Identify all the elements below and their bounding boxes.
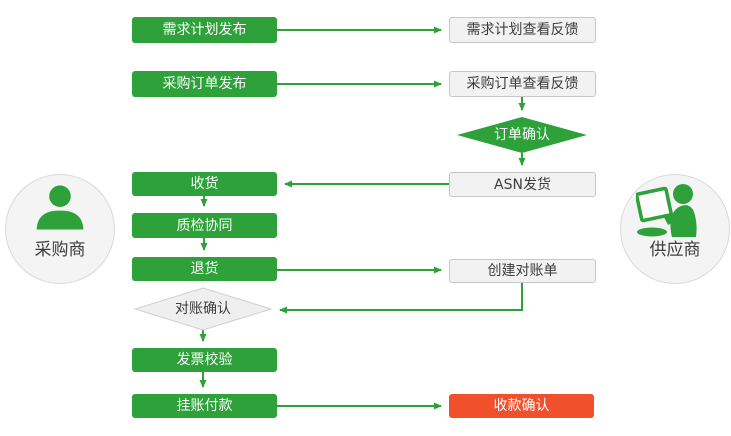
person-silhouette-icon	[36, 185, 84, 230]
node-demand-plan-view-feedback: 需求计划查看反馈	[449, 17, 596, 43]
node-receiving: 收货	[132, 172, 277, 196]
buyer-label: 采购商	[34, 240, 86, 260]
node-demand-plan-publish: 需求计划发布	[132, 17, 277, 43]
node-quality-inspection-collaboration: 质检协同	[132, 213, 277, 238]
node-purchase-order-publish: 采购订单发布	[132, 71, 277, 97]
node-payment-receipt-confirmation: 收款确认	[449, 394, 594, 418]
buyer-actor-circle: 采购商	[5, 174, 115, 284]
node-invoice-verification: 发票校验	[132, 348, 277, 372]
person-with-laptop-icon	[636, 184, 697, 237]
node-returns: 退货	[132, 257, 277, 281]
node-asn-shipping: ASN发货	[449, 172, 596, 197]
node-create-reconciliation-statement: 创建对账单	[449, 259, 596, 283]
reconciliation-confirmation-diamond	[133, 287, 273, 331]
connector-statement-to-reconciliation	[279, 283, 523, 314]
order-confirmation-diamond	[457, 117, 587, 153]
node-credit-payment: 挂账付款	[132, 394, 277, 418]
supplier-label: 供应商	[649, 240, 701, 260]
node-order-confirmation: 订单确认	[494, 127, 550, 143]
node-reconciliation-confirmation: 对账确认	[175, 301, 231, 317]
supplier-actor-circle: 供应商	[620, 174, 730, 284]
node-purchase-order-view-feedback: 采购订单查看反馈	[449, 71, 596, 97]
